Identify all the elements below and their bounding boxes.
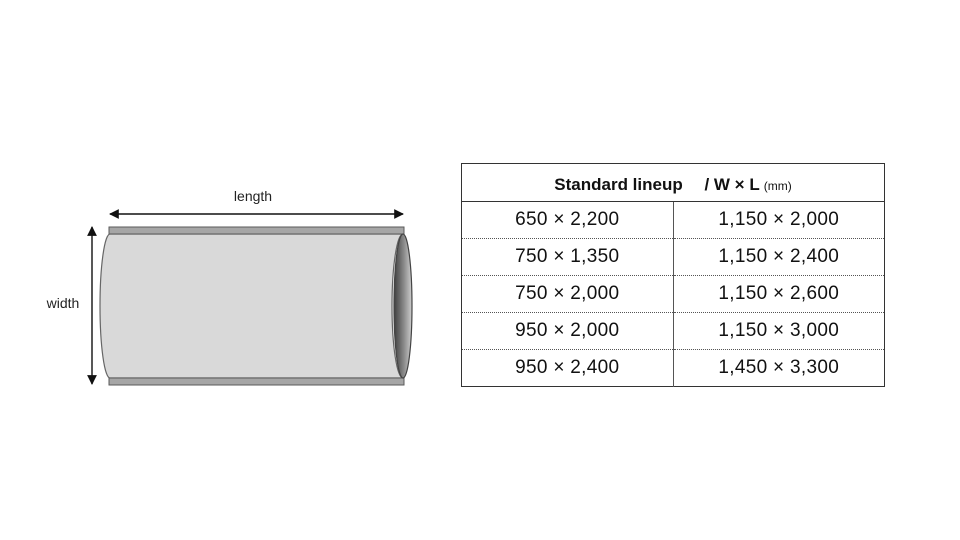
- length-dimension: length: [109, 188, 404, 219]
- width-label: width: [46, 295, 80, 311]
- table-row: 750 × 2,000 1,150 × 2,600: [461, 275, 885, 313]
- table-header-row: Standard lineup / W × L(mm): [461, 163, 885, 202]
- table-row: 950 × 2,000 1,150 × 3,000: [461, 312, 885, 350]
- table-cell: 1,150 × 2,600: [673, 275, 885, 313]
- tube-diagram: length width: [46, 188, 413, 386]
- table-row: 950 × 2,400 1,450 × 3,300: [461, 349, 885, 387]
- width-dimension: width: [46, 226, 97, 385]
- tube-shape: [99, 226, 413, 386]
- table-cell: 950 × 2,000: [461, 312, 674, 350]
- tube-bottom-edge: [108, 377, 405, 386]
- table-cell: 1,450 × 3,300: [718, 357, 840, 378]
- table-cell: 750 × 2,000: [461, 275, 674, 313]
- table-cell: 750 × 1,350: [461, 238, 674, 276]
- table-row: 650 × 2,200 1,150 × 2,000: [461, 201, 885, 239]
- length-label: length: [234, 188, 272, 204]
- table-cell: 1,150 × 3,000: [673, 312, 885, 350]
- tube-body: [99, 233, 404, 379]
- tube-opening: [393, 233, 413, 379]
- table-unit: (mm): [763, 179, 792, 193]
- tube-top-edge: [108, 226, 405, 235]
- table-row: 750 × 1,350 1,150 × 2,400: [461, 238, 885, 276]
- table-cell: 650 × 2,200: [461, 201, 674, 239]
- table-title: Standard lineup / W × L(mm): [461, 163, 885, 202]
- standard-lineup-table: Standard lineup / W × L(mm) 650 × 2,200 …: [461, 163, 885, 387]
- table-cell: 950 × 2,400: [461, 349, 674, 387]
- table-cell: 1,150 × 2,000: [673, 201, 885, 239]
- table-cell: 1,150 × 2,400: [673, 238, 885, 276]
- table-title-text: Standard lineup / W × L: [554, 175, 760, 194]
